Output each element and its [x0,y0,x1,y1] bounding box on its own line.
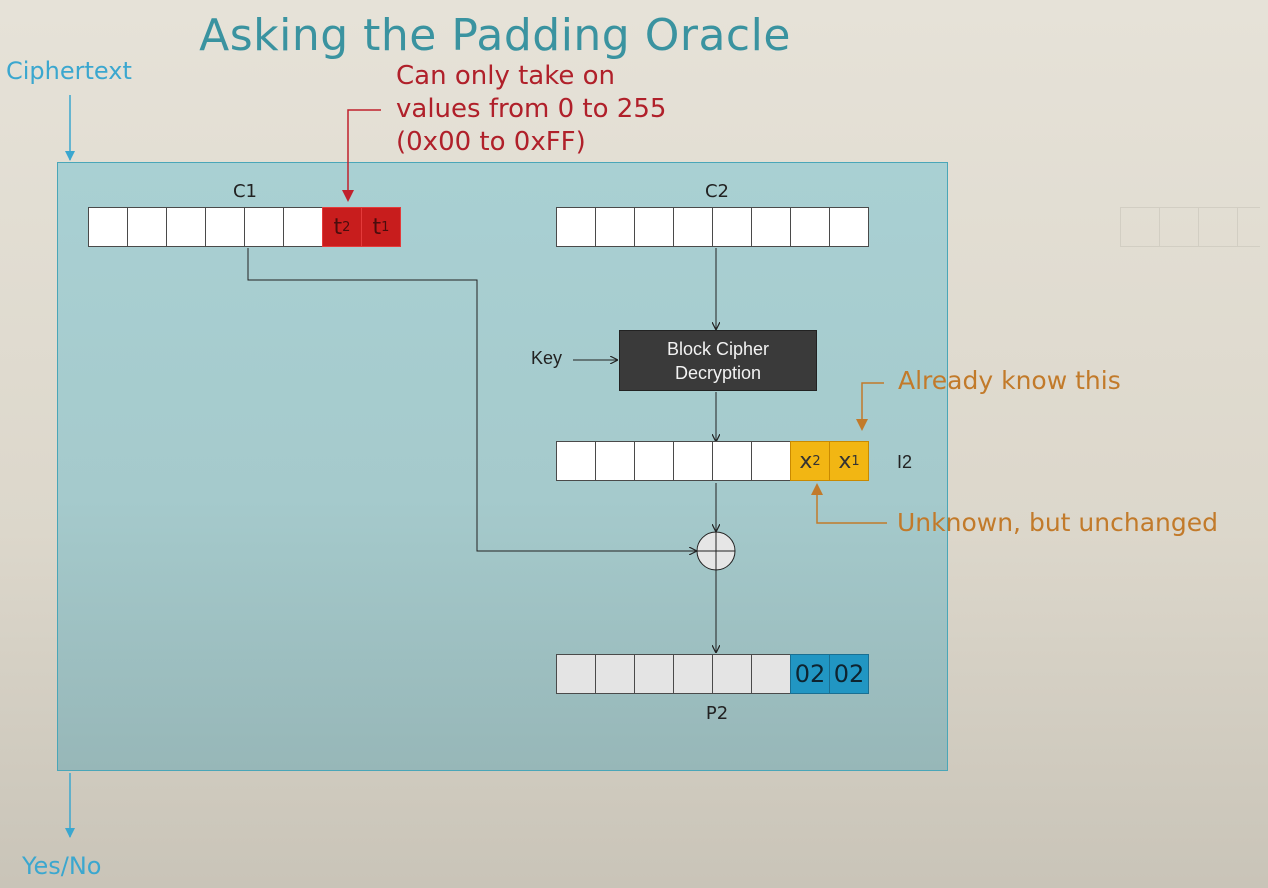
i2-byte [673,441,713,481]
i2-byte [751,441,791,481]
block-cipher-line2: Decryption [674,362,762,383]
p2-byte [556,654,596,694]
i2-byte [595,441,635,481]
p2-block: 02 02 [556,654,869,694]
c1-byte [205,207,245,247]
c2-byte [712,207,752,247]
block-cipher-line1: Block Cipher [666,338,770,359]
c1-label: C1 [232,181,258,202]
p2-byte [751,654,791,694]
i2-byte [712,441,752,481]
c2-byte [595,207,635,247]
unknown-note: Unknown, but unchanged [897,508,1218,537]
slide-title: Asking the Padding Oracle [199,10,791,61]
ghost-byte [1237,207,1260,247]
c2-byte [556,207,596,247]
p2-byte [712,654,752,694]
ghost-byte [1120,207,1160,247]
known-note: Already know this [898,366,1121,395]
byte-range-note: Can only take on values from 0 to 255 (0… [396,60,666,159]
ghost-byte [1198,207,1238,247]
c2-byte [790,207,830,247]
i2-byte [556,441,596,481]
unknown-note-arrow [811,483,887,524]
p2-label: P2 [705,703,729,724]
byte-range-note-line: values from 0 to 255 [396,94,667,124]
key-label: Key [531,348,563,368]
c2-byte [634,207,674,247]
c2-label: C2 [704,181,730,202]
c1-byte [88,207,128,247]
i2-label: I2 [897,452,913,472]
c1-byte [127,207,167,247]
block-cipher-decryption-box: Block Cipher Decryption [619,330,817,391]
c2-byte [829,207,869,247]
c2-byte [751,207,791,247]
c1-byte [283,207,323,247]
ghost-byte [1159,207,1199,247]
c2-byte [673,207,713,247]
next-block-ghost [1120,207,1260,247]
byte-range-note-line: Can only take on [396,61,615,91]
oracle-result-label: Yes/No [22,852,102,880]
red-note-arrow [342,109,381,202]
i2-byte [634,441,674,481]
p2-byte [595,654,635,694]
c2-block [556,207,869,247]
known-note-arrow [856,382,884,431]
xor-symbol [696,531,736,571]
p2-padding-byte: 02 [790,654,830,694]
byte-range-note-line: (0x00 to 0xFF) [396,127,586,157]
c1-byte [244,207,284,247]
p2-padding-byte: 02 [829,654,869,694]
c1-byte [166,207,206,247]
p2-byte [634,654,674,694]
ciphertext-label: Ciphertext [6,57,132,85]
p2-byte [673,654,713,694]
